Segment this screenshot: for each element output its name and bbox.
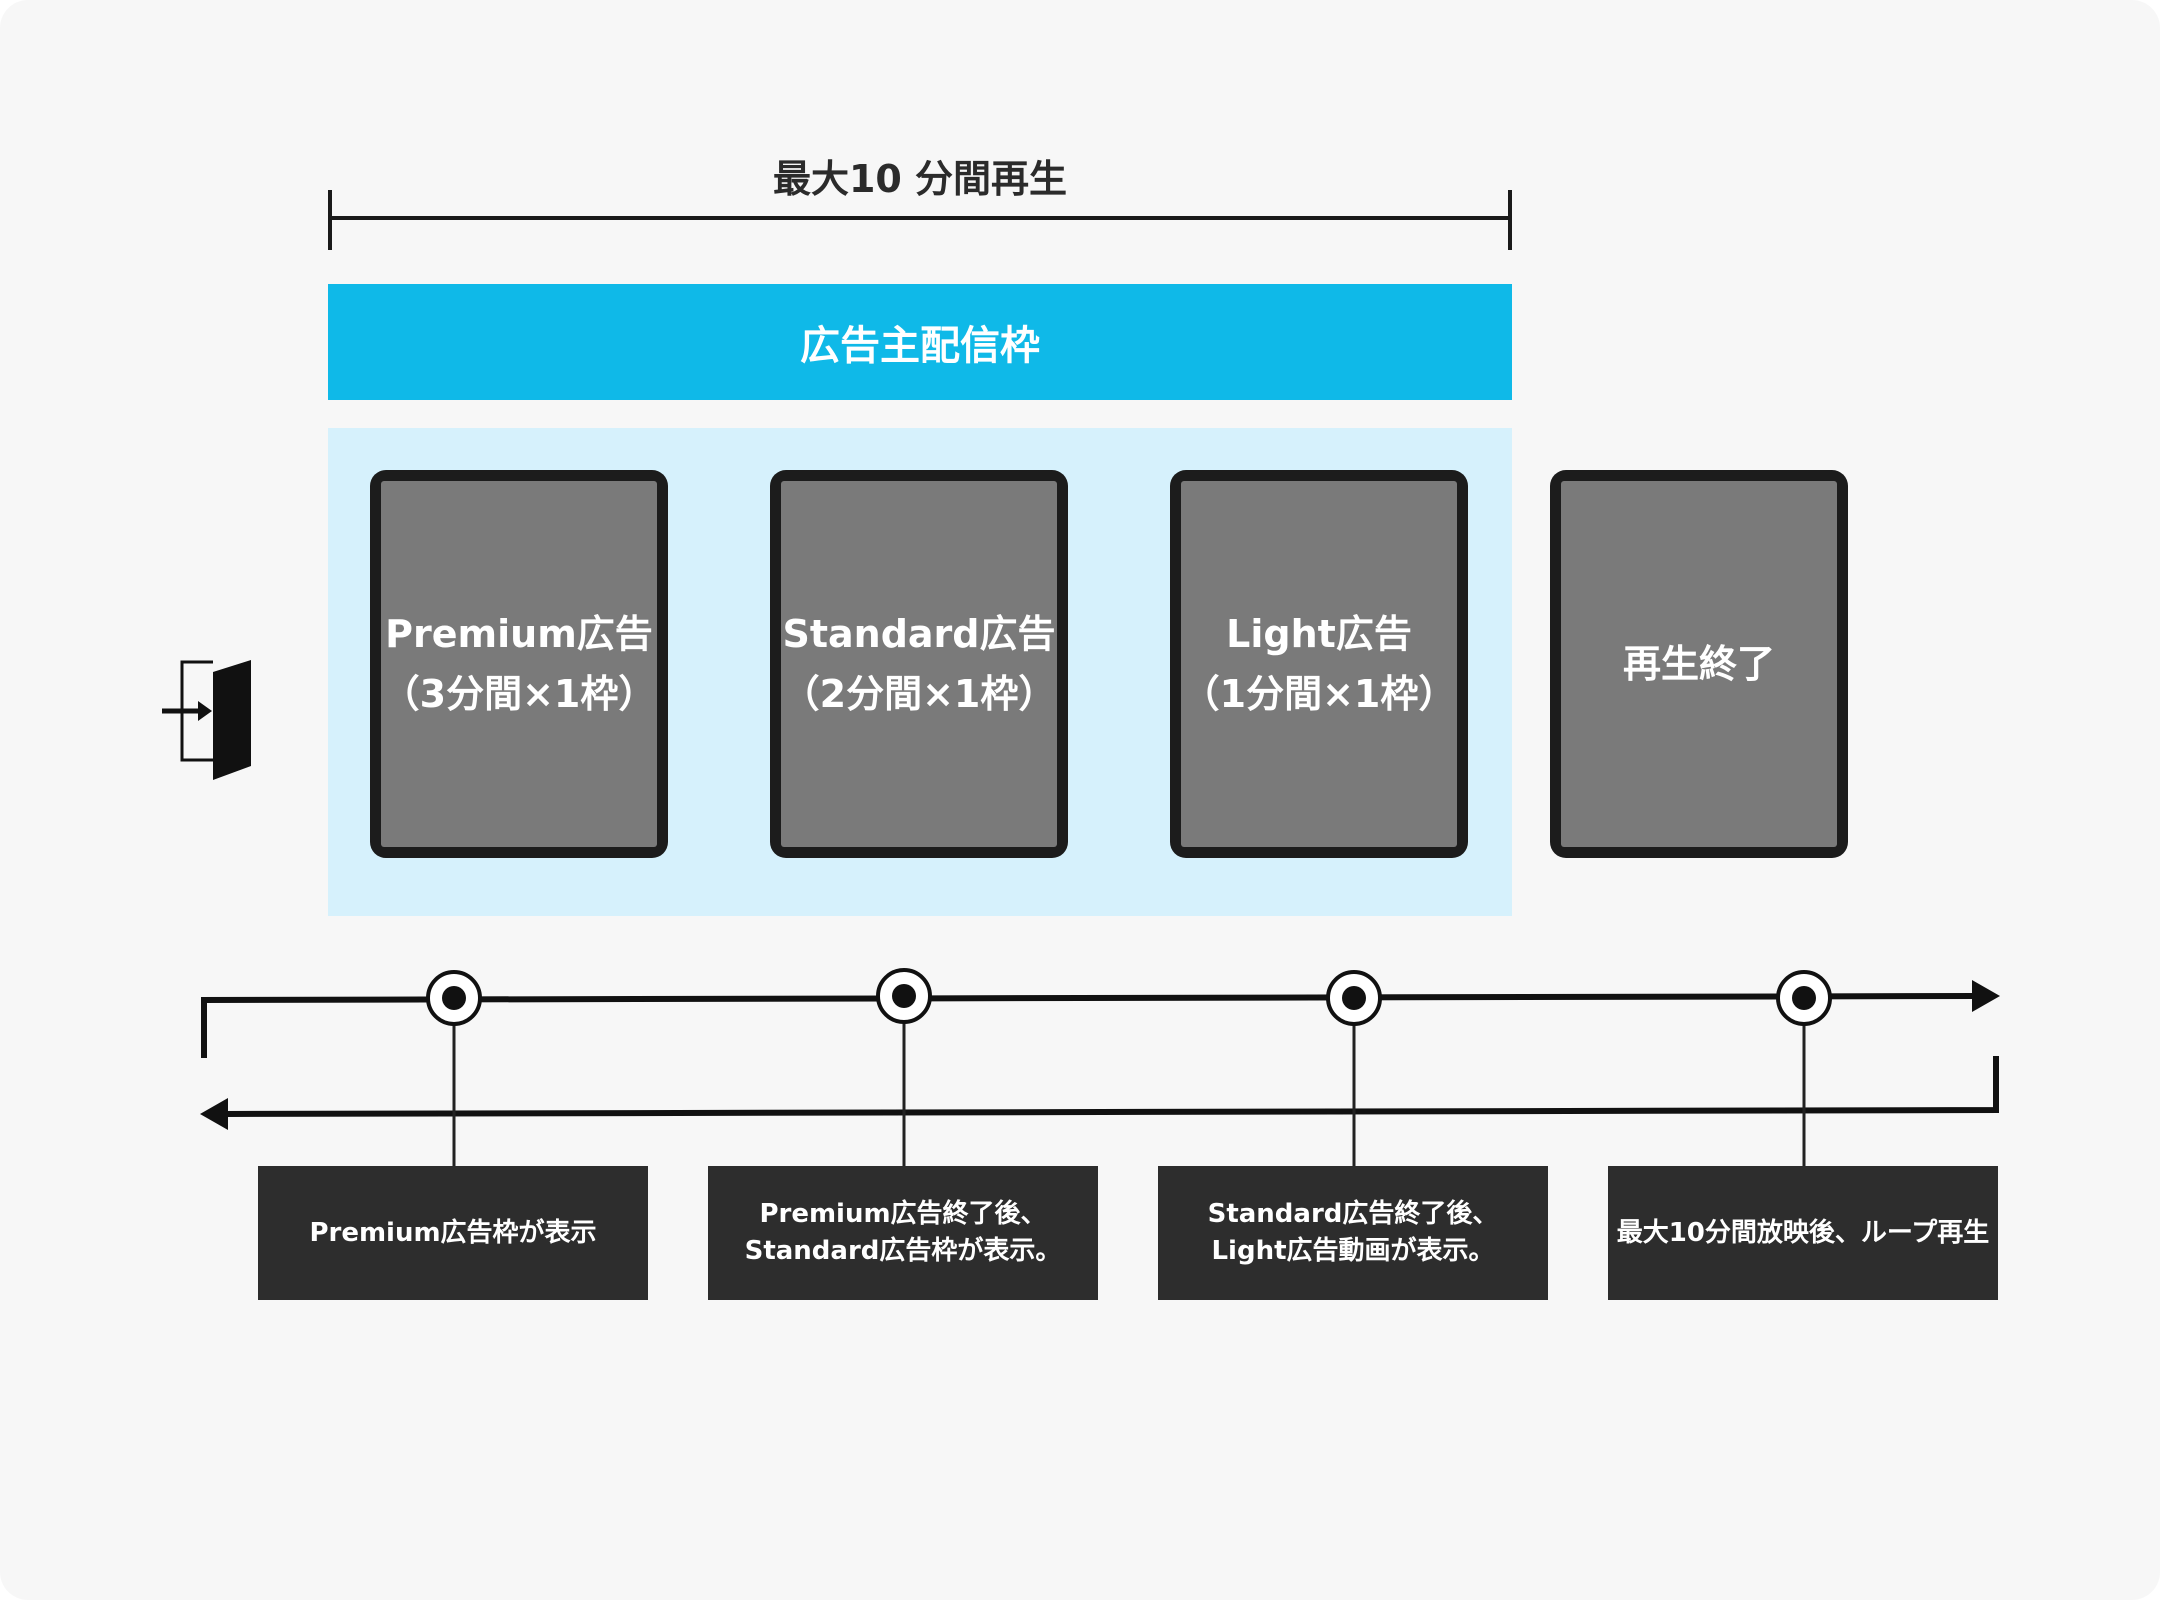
- caption-line: Light広告動画が表示。: [1211, 1236, 1495, 1266]
- advertiser-slot-banner: 広告主配信枠: [328, 284, 1512, 400]
- end-slot-title: 再生終了: [1622, 642, 1775, 686]
- duration-range-line: [330, 216, 1510, 220]
- forward-arrow-head: [1972, 980, 2000, 1012]
- slot-detail: （1分間×1枠）: [1181, 672, 1457, 716]
- timeline-marker: [876, 968, 932, 1024]
- slot-detail: （2分間×1枠）: [781, 672, 1057, 716]
- caption-line: Standard広告終了後、: [1207, 1199, 1499, 1229]
- slot-screen: Light広告 （1分間×1枠）: [1181, 481, 1457, 847]
- return-arrow-head: [200, 1098, 228, 1130]
- return-timeline-line: [225, 1056, 1999, 1117]
- slot-screen: Premium広告 （3分間×1枠）: [381, 481, 657, 847]
- duration-range-left-tick: [328, 190, 332, 250]
- step-caption-4: 最大10分間放映後、ループ再生: [1608, 1166, 1998, 1300]
- enter-door-icon: [162, 660, 251, 780]
- slot-standard: Standard広告 （2分間×1枠）: [770, 470, 1068, 858]
- slot-detail: （3分間×1枠）: [381, 672, 657, 716]
- step-caption-2: Premium広告終了後、 Standard広告枠が表示。: [708, 1166, 1098, 1300]
- caption-line: 最大10分間放映後、ループ再生: [1616, 1217, 1990, 1248]
- caption-line: Standard広告枠が表示。: [744, 1236, 1062, 1266]
- step-caption-1: Premium広告枠が表示: [258, 1166, 648, 1300]
- slot-title: Premium広告: [385, 612, 653, 656]
- caption-line: Premium広告終了後、: [759, 1199, 1047, 1229]
- slot-title: Light広告: [1226, 612, 1412, 656]
- slot-screen: 再生終了: [1561, 481, 1837, 847]
- timeline-marker: [1326, 970, 1382, 1026]
- timeline-marker: [1776, 970, 1832, 1026]
- slot-light: Light広告 （1分間×1枠）: [1170, 470, 1468, 858]
- caption-line: Premium広告枠が表示: [309, 1217, 597, 1248]
- duration-range-right-tick: [1508, 190, 1512, 250]
- timeline-marker: [426, 970, 482, 1026]
- step-caption-3: Standard広告終了後、 Light広告動画が表示。: [1158, 1166, 1548, 1300]
- slot-premium: Premium広告 （3分間×1枠）: [370, 470, 668, 858]
- slot-screen: Standard広告 （2分間×1枠）: [781, 481, 1057, 847]
- slot-end: 再生終了: [1550, 470, 1848, 858]
- duration-label: 最大10 分間再生: [772, 157, 1068, 201]
- forward-timeline-line: [201, 993, 1976, 1058]
- slot-title: Standard広告: [782, 612, 1056, 656]
